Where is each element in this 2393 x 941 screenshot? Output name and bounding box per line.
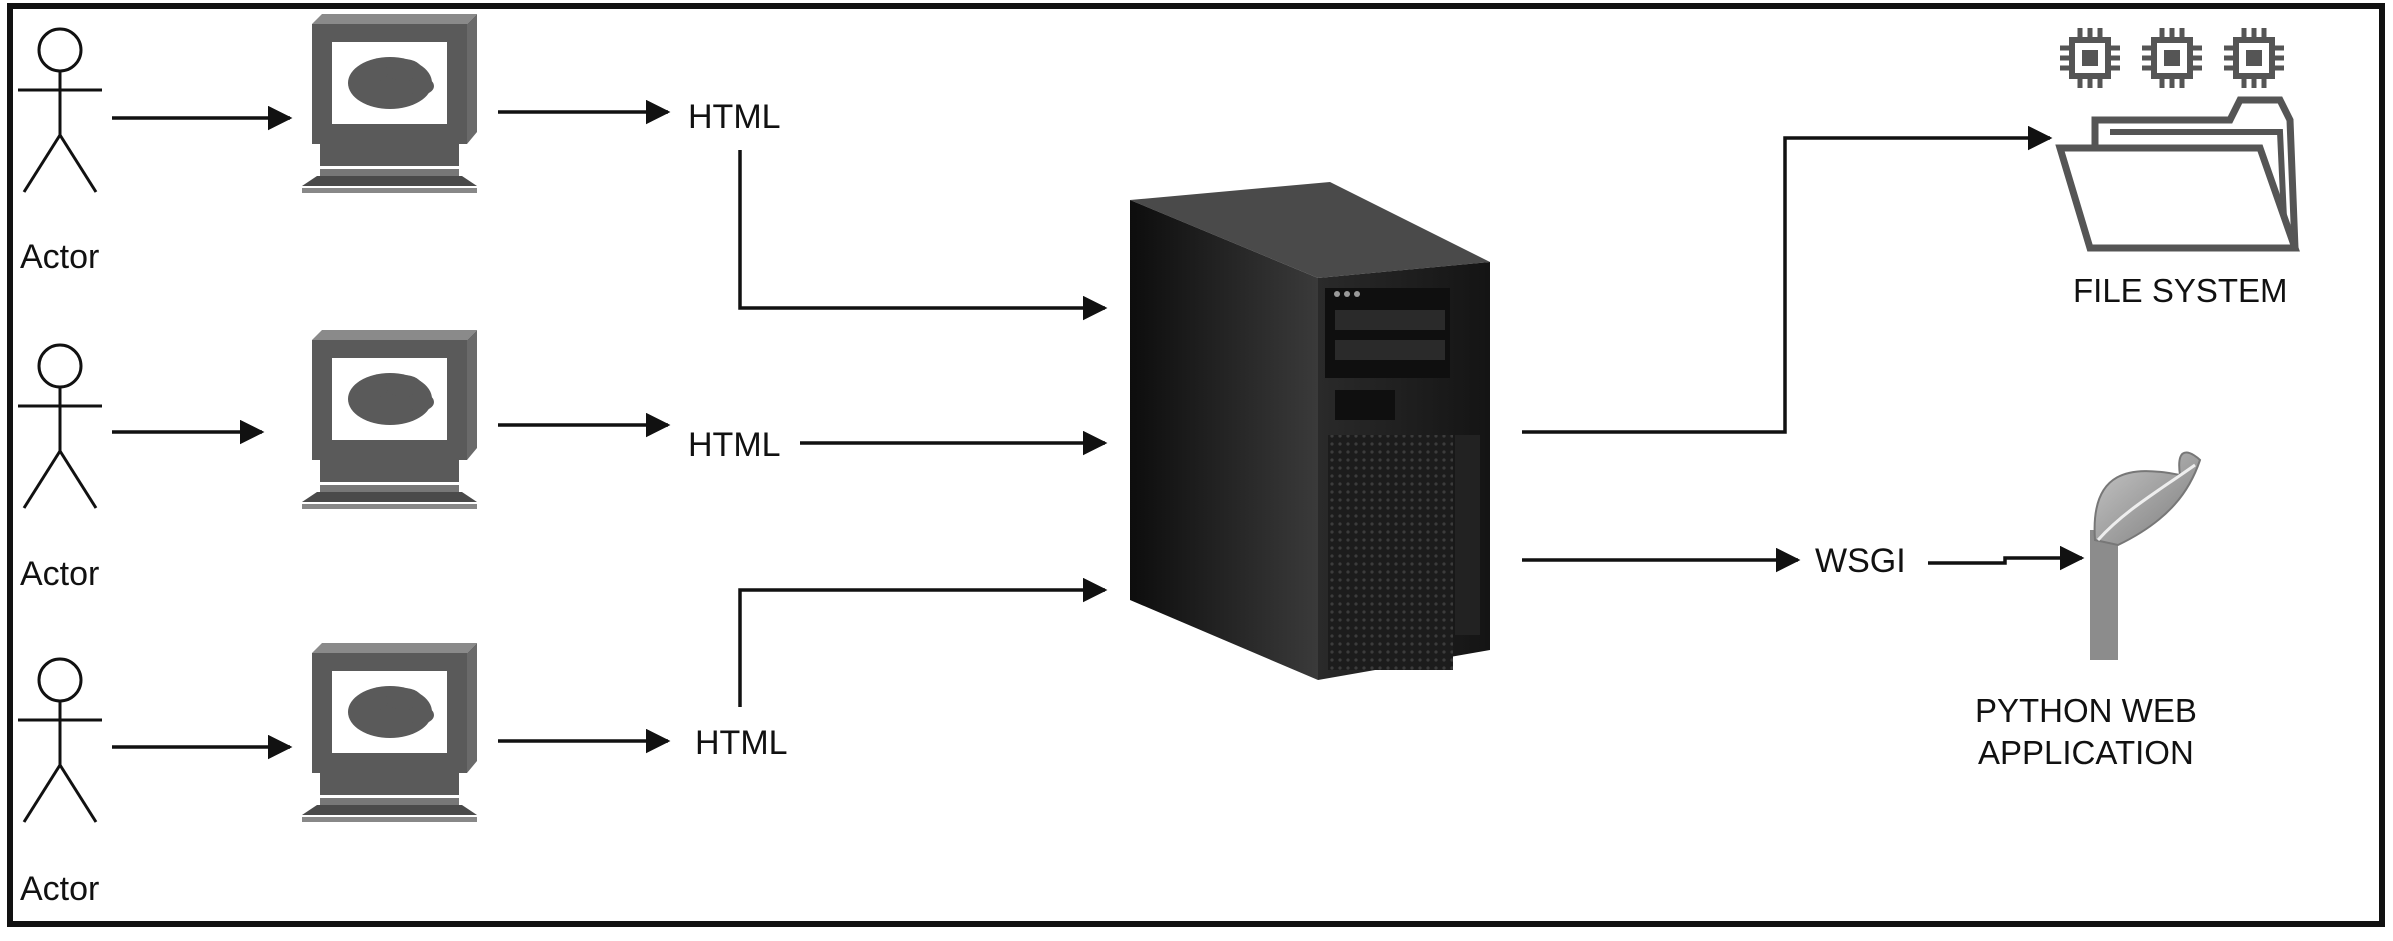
computer-3-icon (302, 643, 477, 822)
actor-1: Actor (16, 27, 104, 276)
chip-icon (2224, 28, 2284, 88)
stickman-icon (16, 343, 104, 510)
file-system-label: FILE SYSTEM (2073, 272, 2288, 309)
python-app-label-line2: APPLICATION (1978, 734, 2194, 771)
leaf-icon (2090, 451, 2202, 660)
chip-icon (2142, 28, 2202, 88)
python-web-application: PYTHON WEB APPLICATION (1975, 451, 2202, 771)
diagram-border (7, 3, 2385, 927)
stickman-icon (16, 657, 104, 824)
actor-3: Actor (16, 657, 104, 908)
actor-1-label: Actor (20, 238, 99, 276)
python-app-label-line1: PYTHON WEB (1975, 692, 2197, 729)
html-label-2: HTML (688, 426, 781, 464)
edge-wsgi-python-app (1928, 545, 2085, 571)
html-label-1: HTML (688, 98, 781, 136)
actor-2-label: Actor (20, 555, 99, 593)
folder-icon (2055, 96, 2300, 252)
html-label-3: HTML (695, 724, 788, 762)
edge-html1-server (738, 150, 1108, 321)
computer-1-icon (302, 14, 477, 193)
file-system: FILE SYSTEM (2055, 28, 2300, 309)
chip-icon (2060, 28, 2120, 88)
actor-2: Actor (16, 343, 104, 593)
computer-2-icon (302, 330, 477, 509)
wsgi-label: WSGI (1815, 542, 1906, 580)
edge-server-filesystem (1522, 125, 2053, 434)
server-tower-icon (1130, 182, 1490, 680)
stickman-icon (16, 27, 104, 194)
edge-html3-server (738, 577, 1108, 707)
actor-3-label: Actor (20, 870, 99, 908)
